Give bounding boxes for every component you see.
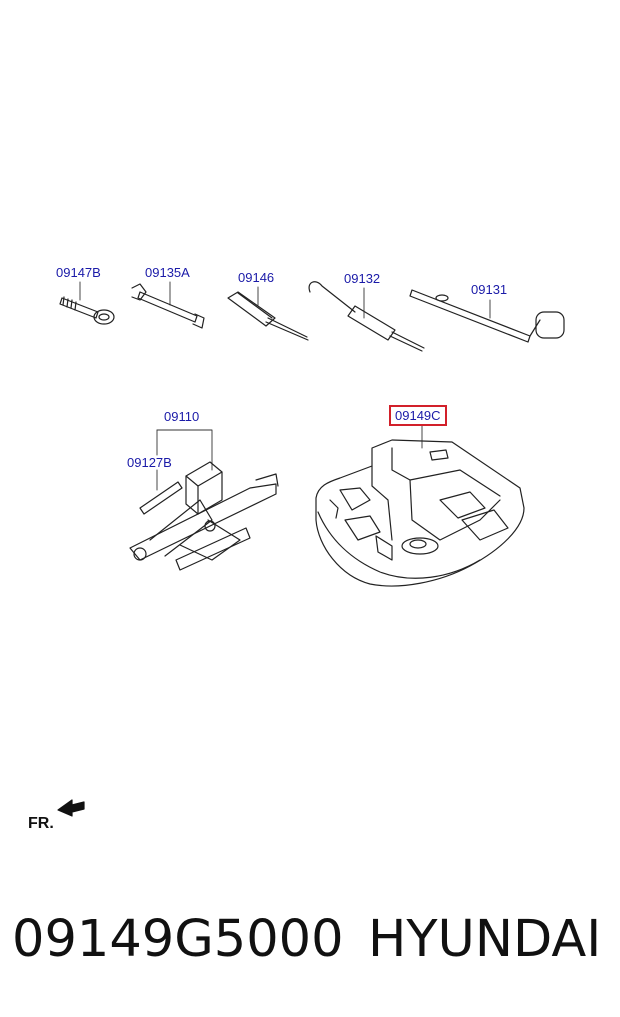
part-number: 09149G5000 [12, 910, 344, 969]
eye-bolt-drawing [59, 296, 115, 325]
footer: 09149G5000 HYUNDAI [0, 900, 620, 980]
callout-09131[interactable]: 09131 [471, 282, 508, 297]
scissor-jack-drawing [129, 461, 279, 571]
callout-09110[interactable]: 09110 [164, 409, 200, 424]
callout-09127b[interactable]: 09127B [127, 455, 172, 470]
leader-lines [79, 281, 491, 491]
tool-tray-drawing [315, 439, 525, 587]
front-arrow-icon [57, 799, 85, 817]
callout-09132[interactable]: 09132 [344, 271, 381, 286]
parts-diagram: 09147B 09135A 09146 09132 09131 09110 09… [56, 265, 565, 817]
callout-09147b[interactable]: 09147B [56, 265, 101, 280]
callout-09146[interactable]: 09146 [238, 270, 275, 285]
line-art [57, 281, 565, 817]
screwdriver-drawing [227, 291, 309, 341]
hook-rod-drawing [308, 281, 425, 352]
front-indicator-label: FR. [28, 815, 54, 832]
callout-09149c-highlighted[interactable]: 09149C [389, 405, 447, 426]
brand-name: HYUNDAI [368, 910, 602, 969]
lug-wrench-drawing [409, 289, 565, 343]
jack-pad-drawing [139, 481, 183, 515]
callout-09135a[interactable]: 09135A [145, 265, 190, 280]
wrench-drawing [131, 283, 205, 329]
